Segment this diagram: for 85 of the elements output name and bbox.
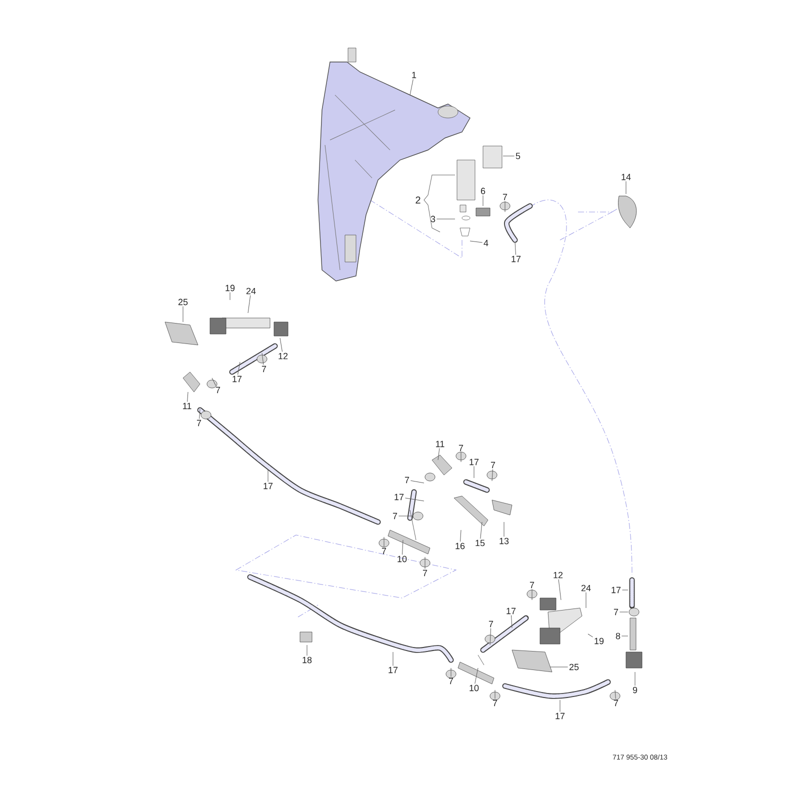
- callout-number: 17: [512, 256, 521, 262]
- leader-line: [438, 448, 440, 460]
- leader-line: [450, 668, 452, 677]
- leader-line: [460, 530, 462, 542]
- callout-number: 17: [232, 376, 242, 382]
- callout-number: 15: [476, 540, 485, 546]
- callout-number: 14: [622, 174, 631, 180]
- callout-number: 7: [196, 420, 202, 426]
- callout-number: 7: [490, 462, 496, 468]
- callout-number: 18: [302, 656, 312, 664]
- callout-number: 4: [484, 240, 488, 246]
- callout-number: 7: [458, 444, 464, 452]
- leader-line: [187, 392, 188, 402]
- callout-number: 7: [422, 570, 428, 576]
- leader-line: [404, 498, 424, 502]
- leader-line: [634, 672, 636, 686]
- leader-line: [436, 218, 456, 220]
- leader-line: [424, 556, 426, 569]
- leader-line: [511, 615, 512, 628]
- leader-line: [392, 652, 394, 666]
- callout-number: 10: [398, 556, 407, 562]
- callout-number: 17: [556, 712, 565, 720]
- leader-line: [460, 452, 462, 462]
- leader-line: [490, 628, 492, 646]
- leader-line: [262, 352, 264, 365]
- callout-number: 24: [581, 584, 591, 592]
- leader-line: [494, 690, 496, 699]
- callout-number: 11: [183, 402, 192, 410]
- callout-number: 24: [246, 288, 256, 294]
- callout-number: 13: [500, 538, 509, 544]
- callout-number: 17: [388, 666, 398, 674]
- leader-line: [558, 579, 562, 600]
- leader-line: [480, 522, 482, 539]
- callout-number: 9: [632, 686, 638, 694]
- callout-number: 7: [448, 678, 454, 684]
- callout-number: 7: [404, 476, 410, 484]
- callout-number: 17: [506, 608, 516, 614]
- callout-number: 7: [262, 366, 266, 372]
- leader-line: [199, 408, 200, 419]
- leader-line: [470, 240, 483, 243]
- callout-number: 25: [178, 298, 188, 306]
- callout-number: 16: [456, 542, 465, 550]
- leader-line: [614, 690, 616, 699]
- callout-number: 17: [264, 482, 273, 490]
- leader-line: [588, 634, 594, 638]
- callout-number: 19: [226, 284, 235, 292]
- leader-line: [280, 338, 283, 352]
- callout-number: 7: [488, 620, 494, 628]
- callout-number: 19: [594, 638, 604, 644]
- leader-line: [550, 666, 568, 668]
- callout-number: 7: [216, 386, 220, 394]
- leader-line: [402, 540, 404, 555]
- callout-number: 8: [616, 632, 620, 640]
- leader-line: [410, 480, 424, 484]
- callout-number: 7: [614, 608, 618, 616]
- leader-line: [514, 242, 516, 255]
- callout-number: 7: [392, 512, 398, 520]
- callout-number: 7: [530, 582, 534, 588]
- leader-line: [482, 195, 484, 206]
- callout-number: 17: [470, 458, 479, 466]
- leader-line: [504, 201, 506, 212]
- callout-number: 7: [614, 700, 618, 706]
- leader-line: [410, 79, 414, 96]
- callout-number: 25: [569, 664, 579, 670]
- leader-line: [182, 306, 184, 322]
- callout-number: 6: [480, 188, 486, 194]
- leader-line: [238, 362, 240, 375]
- callout-number: 1: [412, 72, 416, 78]
- callout-number: 17: [612, 586, 621, 594]
- callout-number: 3: [430, 216, 436, 222]
- leader-line: [306, 644, 308, 656]
- callout-number: 2: [416, 196, 420, 204]
- leader-line: [474, 668, 478, 684]
- callout-number: 7: [382, 548, 386, 554]
- callout-number: 5: [516, 152, 520, 160]
- leader-line: [212, 378, 216, 386]
- leader-line: [492, 469, 493, 482]
- callout-number: 11: [436, 440, 444, 448]
- callout-number: 10: [470, 684, 479, 692]
- leader-line: [248, 295, 251, 314]
- callout-number: 17: [394, 494, 404, 500]
- callout-number: 7: [492, 700, 498, 706]
- callout-number: 12: [554, 572, 563, 578]
- callout-number: 7: [502, 194, 508, 200]
- callout-number: 12: [278, 352, 288, 360]
